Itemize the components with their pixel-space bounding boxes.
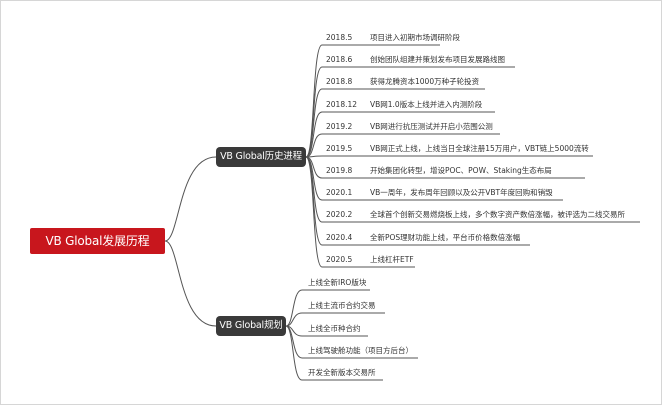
event-date: 2020.1 bbox=[326, 188, 353, 197]
event-date: 2018.5 bbox=[326, 33, 353, 42]
plan-item: 开发全新版本交易所 bbox=[308, 368, 376, 377]
event-description: 全新POS理财功能上线，平台币价格数倍涨幅 bbox=[370, 233, 521, 242]
event-date: 2019.5 bbox=[326, 144, 353, 153]
event-date: 2020.2 bbox=[326, 210, 353, 219]
event-date: 2019.2 bbox=[326, 122, 353, 131]
event-description: 上线杠杆ETF bbox=[370, 255, 414, 264]
connector-root-plan bbox=[164, 240, 217, 327]
event-description: 创始团队组建并策划发布项目发展路线图 bbox=[370, 55, 505, 64]
branch-plan: VB Global规划 bbox=[216, 316, 286, 336]
branch-history: VB Global历史进程 bbox=[216, 147, 306, 167]
event-description: 全球首个创新交易燃烧板上线，多个数字资产数倍涨幅，被评选为二线交易所 bbox=[370, 210, 625, 219]
event-description: 开始集团化转型，增设POC、POW、Staking生态布局 bbox=[370, 166, 552, 175]
connector-history-event bbox=[305, 133, 323, 158]
event-date: 2019.8 bbox=[326, 166, 353, 175]
event-date: 2020.4 bbox=[326, 233, 353, 242]
connector-history-event bbox=[305, 111, 323, 158]
event-description: VB网1.0版本上线并进入内测阶段 bbox=[370, 100, 483, 109]
event-date: 2018.6 bbox=[326, 55, 353, 64]
plan-item: 上线全币种合约 bbox=[308, 324, 361, 333]
plan-item: 上线驾驶舱功能（项目方后台） bbox=[308, 346, 413, 355]
event-date: 2020.5 bbox=[326, 255, 353, 264]
plan-item: 上线主流币合约交易 bbox=[308, 301, 376, 310]
event-description: 项目进入初期市场调研阶段 bbox=[370, 33, 460, 42]
event-date: 2018.12 bbox=[326, 100, 358, 109]
connector-plan-item bbox=[285, 289, 303, 327]
event-description: VB一周年，发布周年回顾以及公开VBT年度回购和销毁 bbox=[370, 188, 553, 197]
connector-plan-item bbox=[285, 325, 303, 359]
event-description: VB网进行抗压测试并开启小范围公测 bbox=[370, 122, 493, 131]
event-description: 获得龙腾资本1000万种子轮投资 bbox=[370, 77, 480, 86]
plan-item: 上线全新IRO版块 bbox=[308, 278, 367, 287]
connector-root-history bbox=[164, 156, 217, 242]
root-node: VB Global发展历程 bbox=[30, 228, 165, 254]
event-description: VB网正式上线，上线当日全球注册15万用户，VBT链上5000流转 bbox=[370, 144, 589, 153]
connector-plan-item bbox=[285, 325, 303, 381]
connector-history-event bbox=[305, 156, 323, 268]
event-date: 2018.8 bbox=[326, 77, 353, 86]
connector-plan-item bbox=[285, 312, 303, 327]
